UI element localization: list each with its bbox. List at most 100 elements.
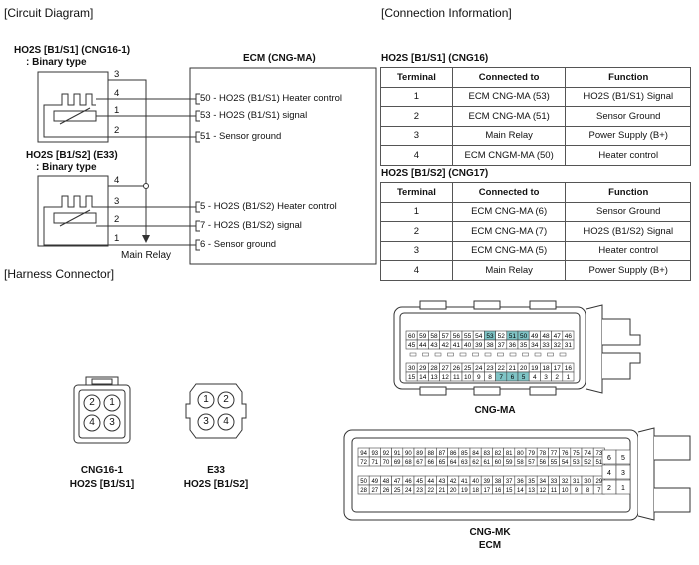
- side-pin-number: 2: [607, 485, 611, 492]
- pin-number: 19: [461, 488, 468, 494]
- harness-connector-heading: [Harness Connector]: [4, 267, 115, 281]
- pin-number: 60: [408, 333, 416, 340]
- pin-number: 39: [475, 342, 483, 349]
- ecm-line: 6 - Sensor ground: [200, 239, 277, 250]
- pin-number: 41: [453, 342, 461, 349]
- e33-pin: 1: [203, 394, 209, 405]
- pin-number: 42: [450, 479, 457, 485]
- pin-number: 91: [394, 451, 401, 457]
- pin-number: 40: [464, 342, 472, 349]
- cngmk-label: ECM: [478, 540, 502, 551]
- pin-number: 51: [509, 333, 517, 340]
- pin-number: 43: [439, 479, 446, 485]
- table-cell: ECM CNG-MA (5): [451, 240, 567, 261]
- header-cell: Connected to: [451, 182, 567, 203]
- pin-number: 84: [472, 451, 479, 457]
- pin-number: 47: [394, 479, 401, 485]
- sensor1-box: [37, 71, 109, 143]
- pin-number: 71: [371, 460, 378, 466]
- pin-number: 76: [562, 451, 569, 457]
- pin-number: 21: [439, 488, 446, 494]
- table-cell: Sensor Ground: [565, 201, 691, 222]
- table-cell: ECM CNGM-MA (50): [451, 145, 567, 166]
- pin-number: 36: [509, 342, 517, 349]
- pin-number: 24: [405, 488, 412, 494]
- pin-cell: [562, 371, 575, 382]
- pin-number: 56: [539, 460, 546, 466]
- pin-number: 70: [383, 460, 390, 466]
- header-cell: Connected to: [451, 67, 567, 88]
- cngma-label: CNG-MA: [474, 405, 516, 416]
- ecm-line: 5 - HO2S (B1/S2) Heater control: [200, 201, 337, 212]
- pin-number: 35: [520, 342, 528, 349]
- pin-number: 66: [427, 460, 434, 466]
- pin-number: 57: [528, 460, 535, 466]
- table-cell: 2: [380, 221, 453, 242]
- pin-number: 43: [430, 342, 438, 349]
- pin-number: 19: [531, 365, 539, 372]
- sensor1-type: : Binary type: [26, 57, 87, 68]
- main-relay-arrow: [142, 235, 150, 243]
- header-cell: Function: [565, 67, 691, 88]
- pin-number: 25: [394, 488, 401, 494]
- pin-number: 31: [565, 342, 573, 349]
- keying-slot: [484, 352, 492, 357]
- cng16-label: CNG16-1: [80, 465, 124, 476]
- pin-number: 73: [595, 451, 602, 457]
- pin-number: 50: [520, 333, 528, 340]
- pin-number: 9: [477, 374, 481, 381]
- circuit-diagram-heading: [Circuit Diagram]: [4, 6, 94, 20]
- pin-number: 24: [475, 365, 483, 372]
- keying-slot: [559, 352, 567, 357]
- pin-number: 48: [542, 333, 550, 340]
- pin-number: 26: [453, 365, 461, 372]
- cngmk-label: CNG-MK: [469, 527, 511, 538]
- pin-number: 37: [506, 479, 513, 485]
- table-cell: Sensor Ground: [565, 106, 691, 127]
- pin-number: 30: [584, 479, 591, 485]
- pin-number: 3: [544, 374, 548, 381]
- pin-number: 1: [567, 374, 571, 381]
- table-cell: HO2S (B1/S1) Signal: [565, 86, 691, 107]
- e33-label: HO2S [B1/S2]: [183, 479, 249, 490]
- sensor2-resistor: [53, 212, 97, 224]
- table-cell: 2: [380, 106, 453, 127]
- table-cell: Power Supply (B+): [565, 125, 691, 146]
- pin-number: 12: [442, 374, 450, 381]
- pin-number: 14: [419, 374, 427, 381]
- table-cell: 1: [380, 86, 453, 107]
- side-pin-cell: [615, 449, 631, 465]
- keying-slot: [459, 352, 467, 357]
- side-pin-number: 4: [607, 470, 611, 477]
- pin-number: 86: [450, 451, 457, 457]
- header-cell: Function: [565, 182, 691, 203]
- keying-slot: [447, 352, 454, 357]
- e33-pin: 3: [203, 416, 209, 427]
- side-pin-number: 6: [607, 455, 611, 462]
- sensor2-pin-label: 4: [114, 175, 120, 186]
- keying-slot: [534, 352, 542, 357]
- pin-number: 55: [551, 460, 558, 466]
- pin-number: 79: [528, 451, 535, 457]
- pin-number: 16: [565, 365, 573, 372]
- pin-number: 8: [488, 374, 492, 381]
- keying-slot: [547, 352, 554, 357]
- sensor1-heater-symbol: [50, 93, 96, 106]
- pin-number: 40: [472, 479, 479, 485]
- pin-number: 92: [383, 451, 390, 457]
- pin-number: 41: [461, 479, 468, 485]
- pin-number: 8: [586, 488, 590, 494]
- pin-number: 27: [371, 488, 378, 494]
- pin-number: 48: [383, 479, 390, 485]
- table-cell: 1: [380, 201, 453, 222]
- table-cell: ECM CNG-MA (51): [451, 106, 567, 127]
- pin-number: 53: [486, 333, 494, 340]
